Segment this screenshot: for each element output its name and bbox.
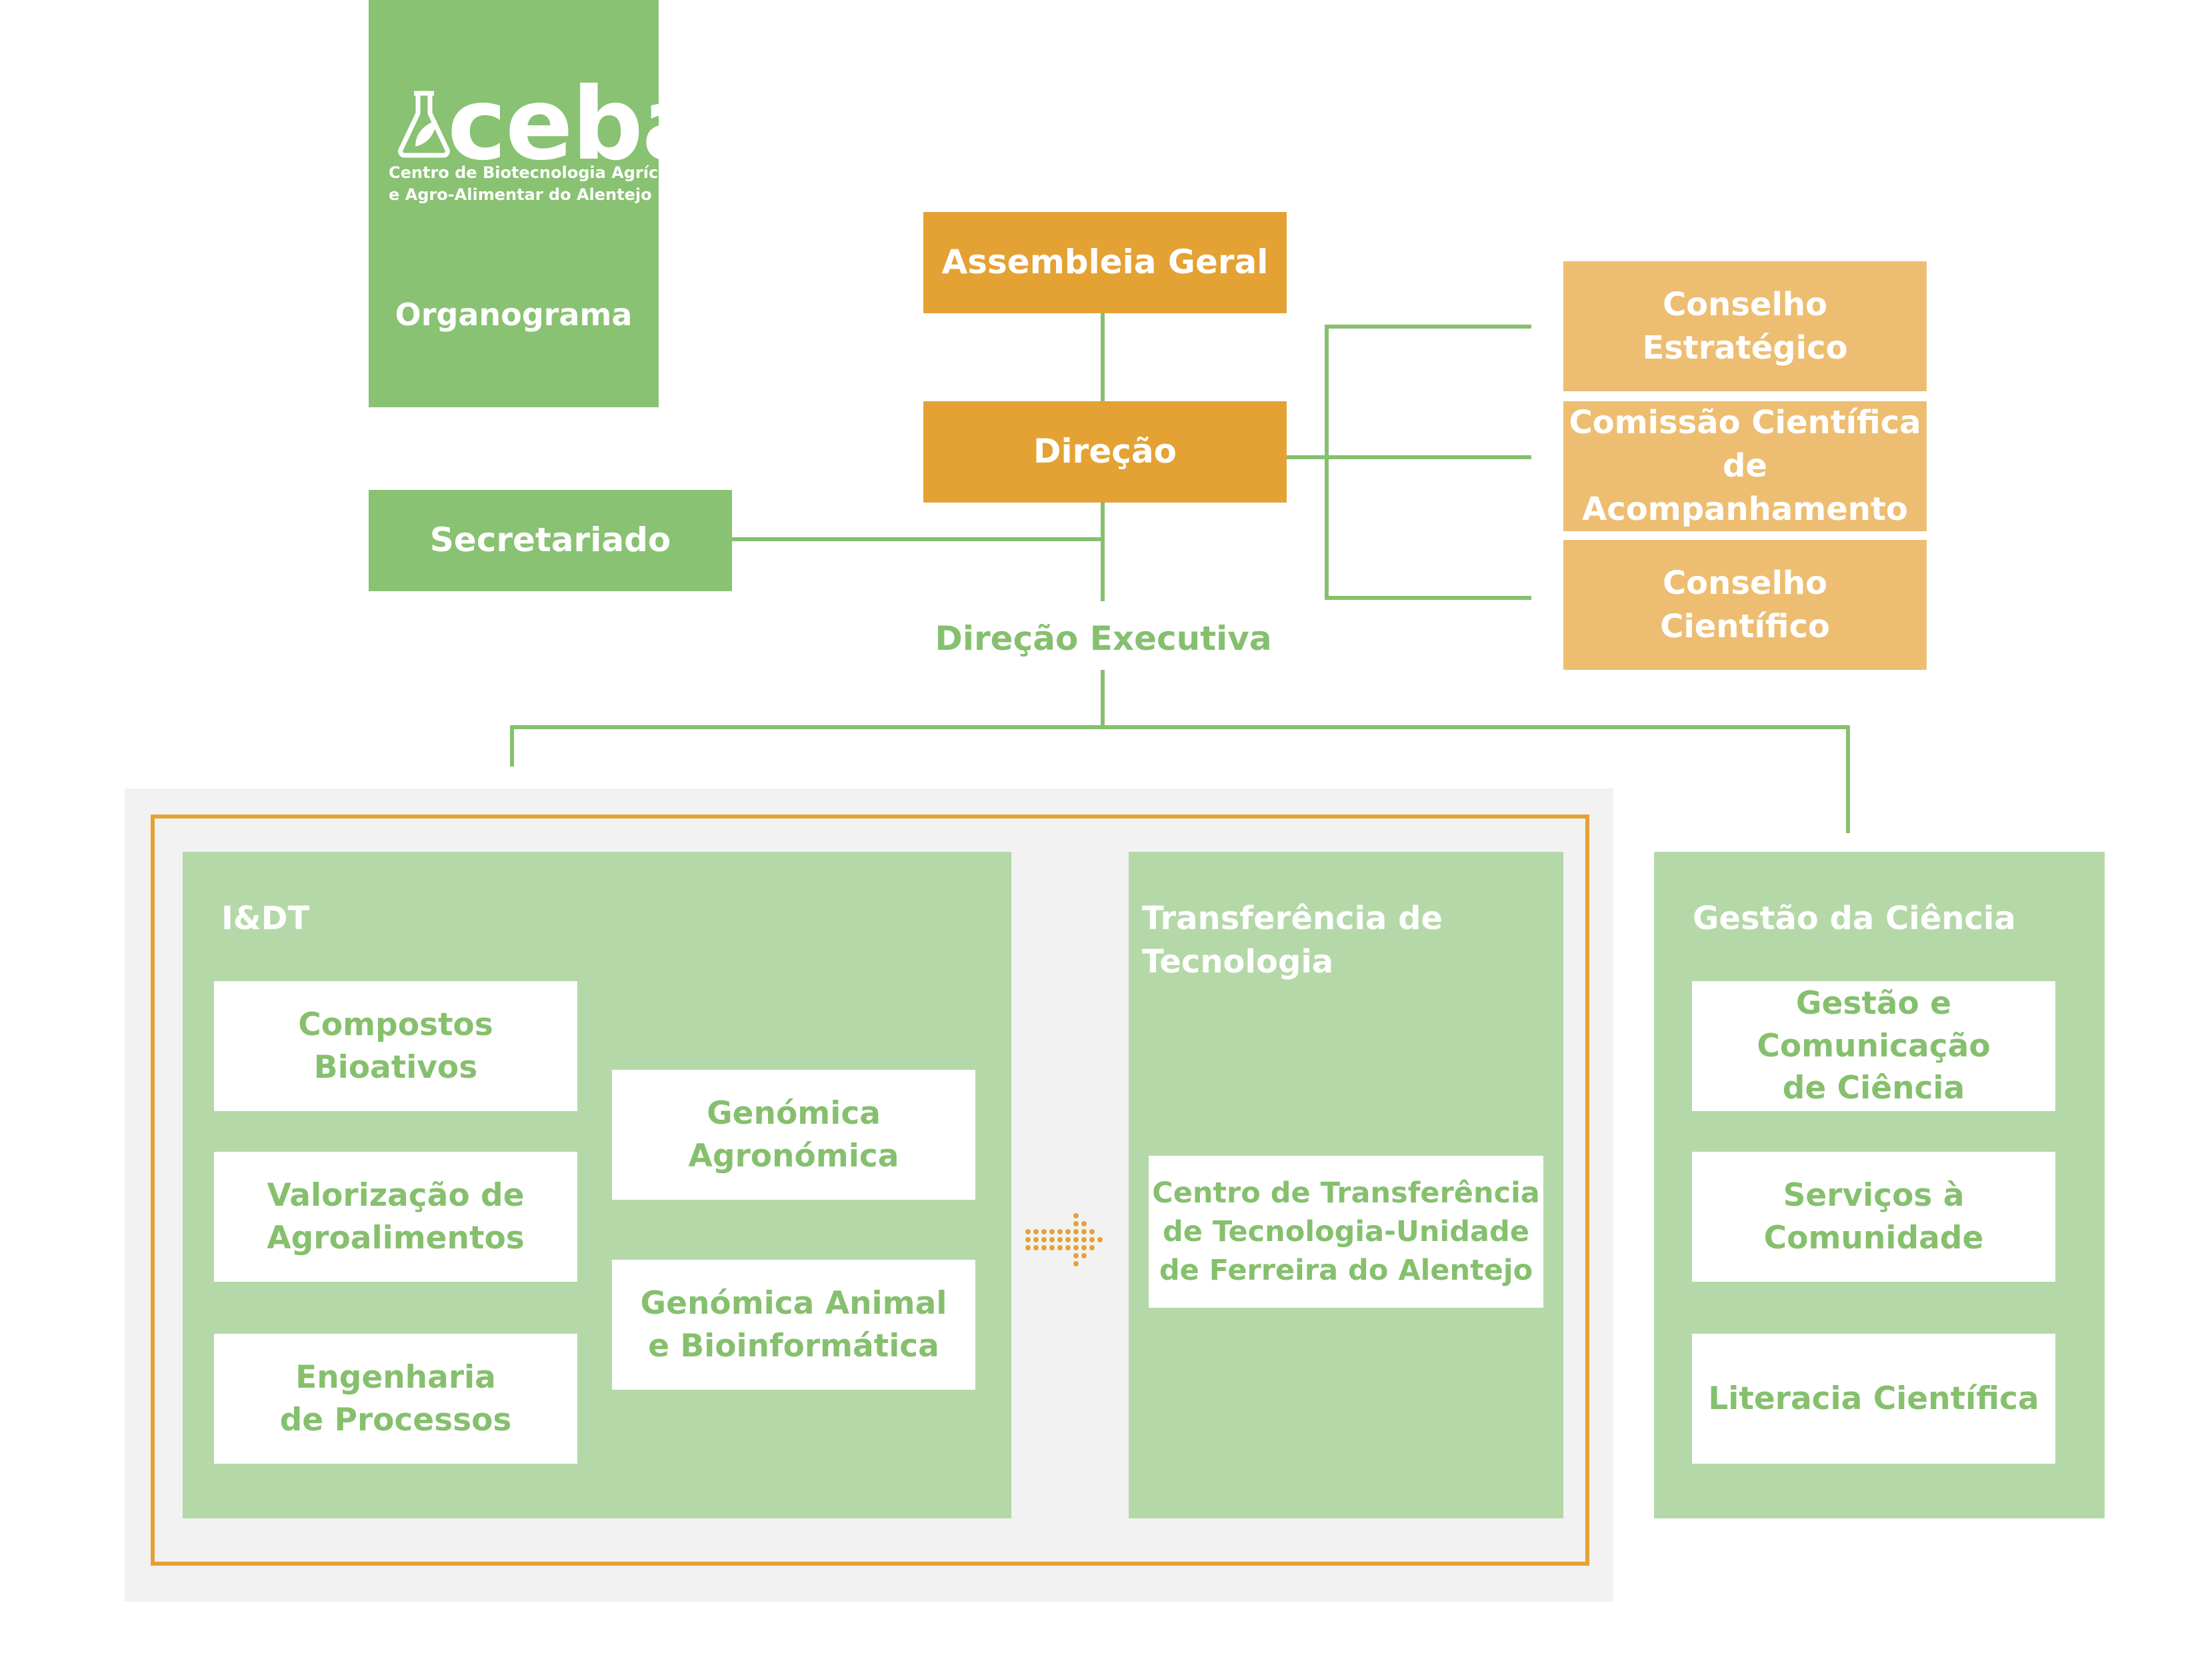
direcao-box: Direção: [923, 401, 1287, 503]
connector-councils-vertical: [1325, 325, 1329, 600]
valorizacao-agroalimentos-card: Valorização de Agroalimentos: [214, 1152, 577, 1282]
logo-tagline-1: Centro de Biotecnologia Agrícola: [389, 163, 686, 182]
genomica-animal-card: Genómica Animal e Bioinformática: [612, 1260, 975, 1390]
secretariado-box: Secretariado: [369, 490, 732, 591]
compostos-bioativos-card: Compostos Bioativos: [214, 981, 577, 1111]
transfer-panel: Transferência de Tecnologia Centro de Tr…: [1129, 852, 1563, 1518]
science-panel: Gestão da Ciência Gestão e Comunicação d…: [1654, 852, 2105, 1518]
assembleia-geral-box: Assembleia Geral: [923, 212, 1287, 313]
science-title: Gestão da Ciência: [1693, 900, 2016, 937]
connector-branch-left: [510, 725, 514, 767]
connector-executive-down: [1101, 670, 1105, 729]
servicos-comunidade-card: Serviços à Comunidade: [1692, 1152, 2055, 1282]
dotted-arrow-icon: [1025, 1213, 1103, 1266]
transfer-title: Transferência de Tecnologia: [1142, 900, 1443, 980]
connector-secretariado: [729, 537, 1105, 541]
operations-frame: [151, 815, 1589, 1566]
centro-transferencia-card: Centro de Transferência de Tecnologia-Un…: [1149, 1156, 1543, 1308]
connector-direcao-executive: [1101, 501, 1105, 601]
comissao-cientifica-box: Comissão Científica de Acompanhamento: [1563, 401, 1927, 531]
connector-council-3: [1325, 596, 1531, 600]
logo-tagline-2: e Agro-Alimentar do Alentejo: [389, 185, 652, 204]
conselho-estrategico-box: Conselho Estratégico: [1563, 261, 1927, 391]
literacia-cientifica-card: Literacia Científica: [1692, 1334, 2055, 1464]
genomica-agronomica-card: Genómica Agronómica: [612, 1070, 975, 1200]
logo-wordmark: cebal: [447, 67, 743, 183]
connector-council-2: [1325, 455, 1531, 459]
connector-direcao-councils: [1285, 455, 1328, 459]
direcao-executiva-label: Direção Executiva: [935, 619, 1272, 659]
engenharia-processos-card: Engenharia de Processos: [214, 1334, 577, 1464]
connector-council-1: [1325, 325, 1531, 329]
conselho-cientifico-box: Conselho Científico: [1563, 540, 1927, 670]
idt-panel: I&DT Compostos Bioativos Valorização de …: [183, 852, 1011, 1518]
logo-block: cebal Centro de Biotecnologia Agrícola e…: [369, 0, 743, 407]
connector-assembleia-direcao: [1101, 313, 1105, 402]
gestao-comunicacao-card: Gestão e Comunicação de Ciência: [1692, 981, 2055, 1111]
organogram-caption: Organograma: [395, 297, 633, 333]
connector-branches-horizontal: [510, 725, 1850, 729]
flask-leaf-icon: [398, 91, 450, 158]
connector-branch-right: [1846, 725, 1850, 833]
idt-title: I&DT: [221, 900, 310, 937]
